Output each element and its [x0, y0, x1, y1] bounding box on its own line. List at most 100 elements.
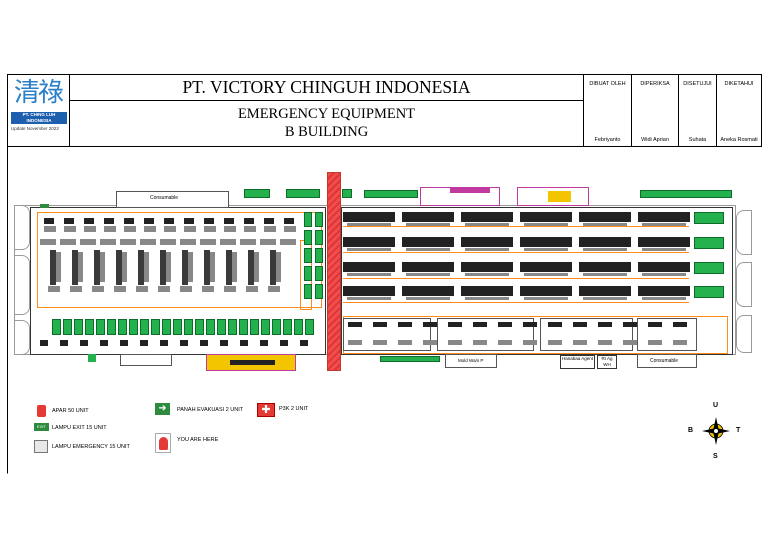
machine-top-row	[144, 226, 156, 232]
green-rack-cell	[304, 266, 312, 281]
green-rack-cell	[304, 248, 312, 263]
east-machine-line	[520, 237, 572, 247]
green-bench	[140, 319, 149, 335]
document-title: EMERGENCY EQUIPMENT	[237, 106, 416, 122]
east-machine-line	[583, 297, 627, 300]
company-logo-name: PT. CHING LUH INDONESIA	[11, 112, 67, 124]
green-bench	[250, 319, 259, 335]
green-bench	[305, 319, 314, 335]
machine-table	[160, 239, 176, 245]
route-line-east-4	[343, 302, 689, 304]
sewing-station	[114, 286, 126, 292]
room-equipment	[548, 322, 562, 327]
green-bench	[52, 319, 61, 335]
exit-sign-top-1	[40, 204, 49, 208]
machine-table	[220, 239, 236, 245]
room-equipment	[448, 340, 462, 345]
stair-east-top	[736, 210, 752, 255]
east-machine-line	[583, 248, 627, 251]
company-name: PT. VICTORY CHINGUH INDONESIA	[182, 77, 471, 97]
sewing-station	[182, 250, 188, 285]
sewing-station	[270, 250, 276, 285]
room-equipment	[373, 340, 387, 345]
signature-checked: DIPERIKSA Widi Aprian	[632, 75, 679, 146]
east-machine-line	[524, 297, 568, 300]
machine-table	[60, 239, 76, 245]
emergency-lamp-icon	[34, 440, 48, 453]
sewing-station	[180, 286, 192, 292]
floor-equipment	[140, 340, 148, 346]
room-equipment	[348, 322, 362, 327]
east-machine-line	[638, 212, 690, 222]
machine-top-row	[204, 226, 216, 232]
machine-top-row	[84, 226, 96, 232]
yellow-room-machine	[230, 360, 275, 365]
sewing-station	[48, 286, 60, 292]
east-machine-line	[524, 248, 568, 251]
update-date: Update November 2023	[11, 126, 59, 131]
signature-acknowledged: DIKETAHUI Aneka Rosmati	[720, 81, 758, 143]
machine-top-row	[124, 218, 134, 224]
machine-top-row	[44, 218, 54, 224]
east-machine-line	[347, 297, 391, 300]
green-bench	[129, 319, 138, 335]
east-machine-line	[638, 286, 690, 296]
sewing-station	[70, 286, 82, 292]
floor-equipment	[160, 340, 168, 346]
legend-exit-lamp: LAMPU EXIT 15 UNIT	[52, 425, 107, 431]
east-machine-line	[465, 223, 509, 226]
consumable-room-bottom: Consumable	[637, 354, 697, 368]
green-rack-top-5	[640, 190, 732, 198]
compass-east: T	[736, 427, 741, 434]
east-machine-line	[402, 237, 454, 247]
machine-top-row	[264, 218, 274, 224]
east-machine-line	[465, 248, 509, 251]
green-rack-top-3	[342, 189, 352, 198]
stair-west-bottom	[14, 320, 30, 355]
route-line-east-2	[343, 252, 689, 254]
stair-east-mid	[736, 262, 752, 307]
floor-equipment	[200, 340, 208, 346]
title-divider	[70, 100, 583, 101]
floor-equipment	[60, 340, 68, 346]
machine-top-row	[284, 218, 294, 224]
exit-sign-icon: EXIT	[34, 423, 49, 431]
east-machine-line	[520, 262, 572, 272]
machine-table	[140, 239, 156, 245]
sewing-station	[248, 250, 254, 285]
room-equipment	[423, 322, 437, 327]
room-equipment	[423, 340, 437, 345]
east-machine-line	[524, 223, 568, 226]
room-equipment	[623, 340, 637, 345]
room-equipment	[673, 340, 687, 345]
green-rack-cell	[315, 212, 323, 227]
green-bench	[294, 319, 303, 335]
floor-equipment	[120, 340, 128, 346]
east-machine-line	[579, 237, 631, 247]
machine-top-row	[184, 226, 196, 232]
floor-equipment	[280, 340, 288, 346]
machine-top-row	[244, 218, 254, 224]
yellow-block-top	[548, 191, 571, 202]
east-machine-line	[461, 237, 513, 247]
green-bench	[173, 319, 182, 335]
east-machine-line	[638, 262, 690, 272]
sewing-station	[158, 286, 170, 292]
machine-top-row	[144, 218, 154, 224]
exit-lamp-marker	[88, 354, 96, 362]
machine-table	[40, 239, 56, 245]
east-machine-line	[465, 273, 509, 276]
green-rack-cell	[315, 266, 323, 281]
legend-emergency-lamp: LAMPU EMERGENCY 15 UNIT	[52, 444, 130, 450]
green-bench	[74, 319, 83, 335]
east-machine-line	[406, 248, 450, 251]
east-machine-line	[583, 223, 627, 226]
machine-top-row	[104, 226, 116, 232]
east-machine-line	[579, 286, 631, 296]
green-rack-east	[694, 237, 724, 249]
room-equipment	[623, 322, 637, 327]
machine-table	[120, 239, 136, 245]
green-bench	[63, 319, 72, 335]
green-bench	[261, 319, 270, 335]
